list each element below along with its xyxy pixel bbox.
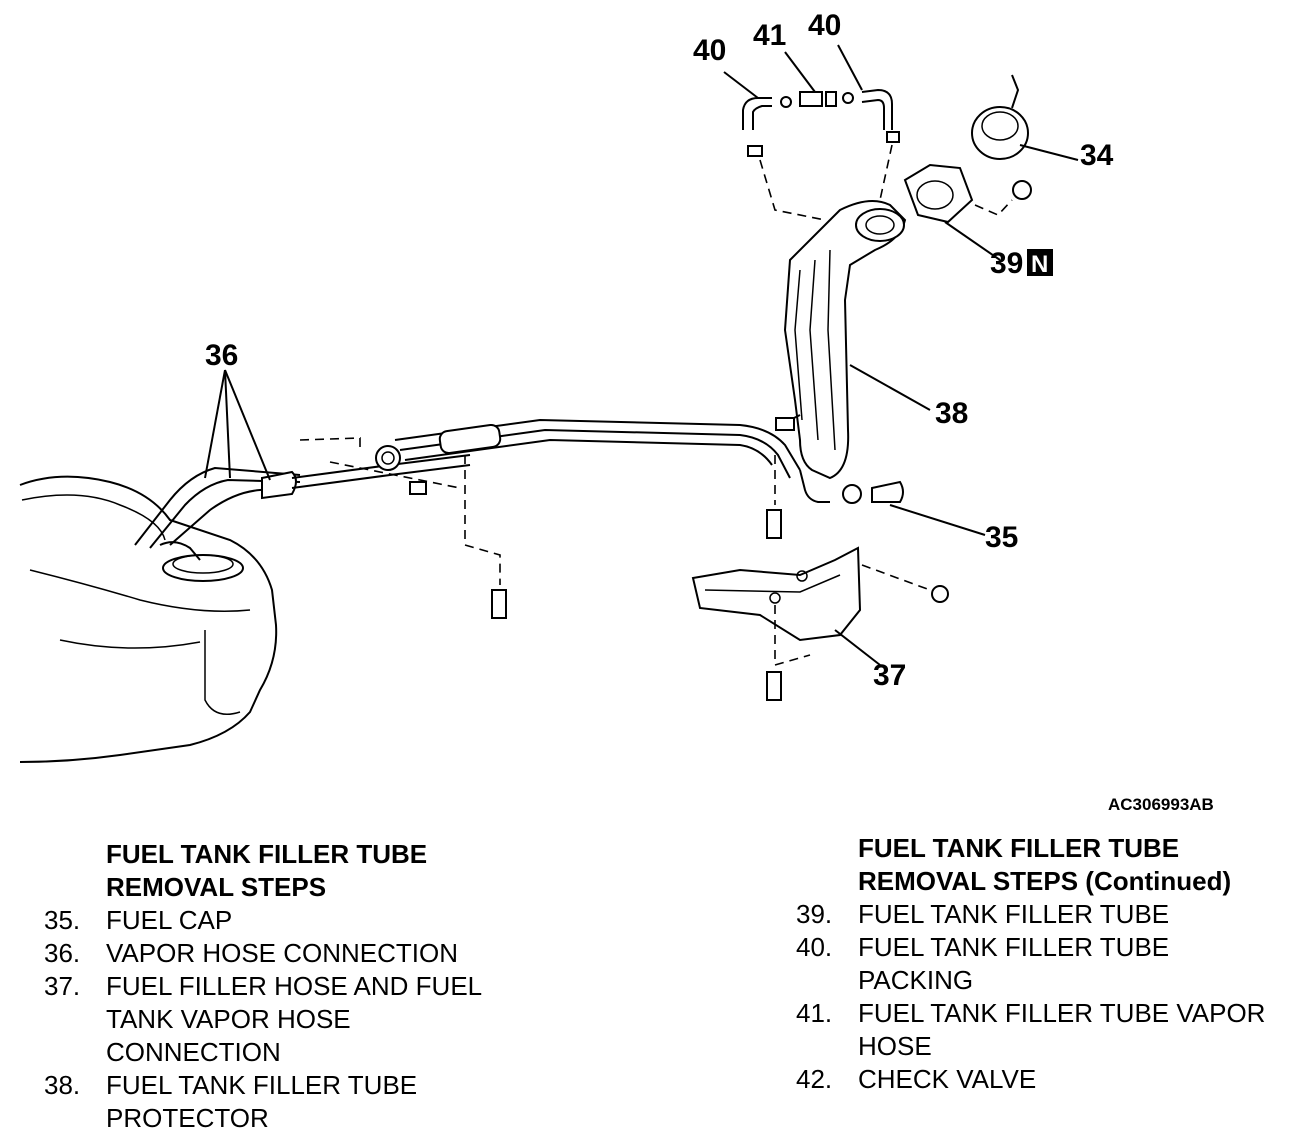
figure-id: AC306993AB — [1108, 795, 1214, 814]
leader-lines — [204, 364, 931, 481]
step-text: FUEL TANK FILLER TUBE VAPOR — [858, 998, 1266, 1028]
removal-steps-continued-list: FUEL TANK FILLER TUBE REMOVAL STEPS (Con… — [796, 832, 1296, 1096]
step-text: FUEL FILLER HOSE AND FUEL — [106, 971, 483, 1001]
step-text: PROTECTOR — [106, 1103, 269, 1133]
filler-packing-39 — [903, 163, 1001, 261]
step-text: CONNECTION — [106, 1037, 281, 1067]
callout-40-left: 40 — [693, 34, 726, 67]
step-number: 36. — [44, 938, 81, 968]
filler-hose-35 — [842, 480, 986, 536]
step-item: 39. FUEL TANK FILLER TUBE — [796, 898, 1296, 931]
assembly-lines — [299, 144, 1013, 667]
steps-title-line1: FUEL TANK FILLER TUBE — [858, 833, 1180, 863]
fuel-tank — [19, 475, 278, 763]
step-text: PACKING — [858, 965, 974, 995]
callout-37: 37 — [873, 659, 906, 692]
protector-37 — [691, 546, 881, 666]
step-number: 41. — [796, 998, 833, 1028]
steps-title-line1: FUEL TANK FILLER TUBE — [106, 839, 428, 869]
step-number: 42. — [796, 1064, 833, 1094]
step-item: 37. FUEL FILLER HOSE AND FUEL TANK VAPOR… — [44, 970, 564, 1069]
step-number: 38. — [44, 1070, 81, 1100]
callout-34: 34 — [1080, 139, 1114, 172]
callout-36: 36 — [205, 339, 238, 372]
callout-35: 35 — [985, 521, 1018, 554]
step-number: 37. — [44, 971, 81, 1001]
step-item: 41. FUEL TANK FILLER TUBE VAPOR HOSE — [796, 997, 1296, 1063]
bolts — [491, 180, 1032, 701]
step-text: HOSE — [858, 1031, 932, 1061]
callout-39: 39 — [990, 247, 1023, 280]
steps-title-line2: REMOVAL STEPS (Continued) — [858, 866, 1232, 896]
step-text: FUEL TANK FILLER TUBE — [858, 932, 1170, 962]
callout-41: 41 — [753, 19, 786, 52]
vapor-hoses-36 — [134, 454, 471, 549]
callout-40-right: 40 — [808, 9, 841, 42]
filler-tube — [775, 200, 907, 480]
step-item: 36. VAPOR HOSE CONNECTION — [44, 937, 564, 970]
step-item: 42. CHECK VALVE — [796, 1063, 1296, 1096]
new-part-badge-label: N — [1031, 251, 1048, 278]
step-number: 35. — [44, 905, 81, 935]
step-text: FUEL CAP — [106, 905, 233, 935]
step-item: 40. FUEL TANK FILLER TUBE PACKING — [796, 931, 1296, 997]
new-part-badge — [1027, 249, 1053, 276]
step-text: CHECK VALVE — [858, 1064, 1037, 1094]
step-text: TANK VAPOR HOSE — [106, 1004, 351, 1034]
vapor-pipes — [375, 418, 830, 503]
step-text: FUEL TANK FILLER TUBE — [858, 899, 1170, 929]
vapor-hose-parts — [723, 44, 900, 157]
step-item: 38. FUEL TANK FILLER TUBE PROTECTOR — [44, 1069, 564, 1135]
fuel-cap-34 — [971, 74, 1079, 161]
step-text: FUEL TANK FILLER TUBE — [106, 1070, 418, 1100]
step-number: 39. — [796, 899, 833, 929]
callout-38: 38 — [935, 397, 968, 430]
exploded-parts-diagram: 36 40 41 40 34 39 N 38 35 37 — [19, 9, 1114, 763]
step-number: 40. — [796, 932, 833, 962]
step-item: 35. FUEL CAP — [44, 904, 564, 937]
steps-title-line2: REMOVAL STEPS — [106, 872, 327, 902]
step-text: VAPOR HOSE CONNECTION — [106, 938, 459, 968]
removal-steps-list: FUEL TANK FILLER TUBE REMOVAL STEPS 35. … — [44, 838, 564, 1135]
callouts: 36 40 41 40 34 39 N 38 35 37 — [205, 9, 1114, 692]
